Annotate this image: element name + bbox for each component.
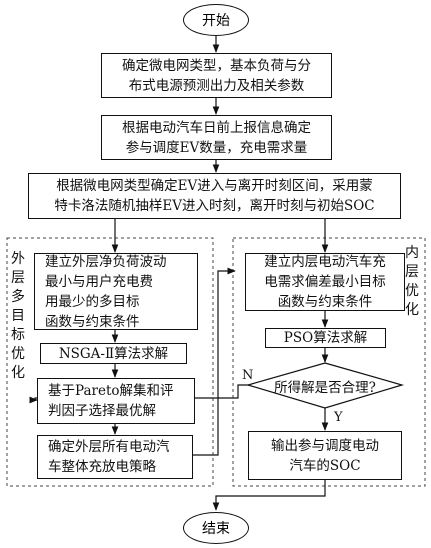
arrow-strategy-to-inner xyxy=(193,267,236,456)
start-node: 开始 xyxy=(183,4,249,36)
step-determine-ev-count: 根据电动汽车日前上报信息确定 参与调度EV数量，充电需求量 xyxy=(101,115,332,160)
arrow-output-to-end xyxy=(212,480,326,511)
output-soc-box: 输出参与调度电动 汽车的SOC xyxy=(248,431,402,480)
decision-text: 所得解是否合理? xyxy=(274,380,376,396)
yes-label: Y xyxy=(334,410,343,425)
step-determine-microgrid: 确定微电网类型，基本负荷与分 布式电源预测出力及相关参数 xyxy=(101,53,332,98)
no-label: N xyxy=(242,368,254,383)
pareto-selection-box: 基于Pareto解集和评 判因子选择最优解 xyxy=(37,378,195,424)
outer-objective-box: 建立外层净负荷波动 最小与用户充电费 用最少的多目标 函数与约束条件 xyxy=(34,253,198,330)
inner-group-frame xyxy=(232,237,426,487)
decision-diamond xyxy=(245,362,405,409)
nsga2-solver-box: NSGA-Ⅱ算法求解 xyxy=(40,343,187,364)
inner-objective-box: 建立内层电动汽车充 电需求偏差最小目标 函数与约束条件 xyxy=(245,253,405,311)
outer-strategy-box: 确定外层所有电动汽 车整体充放电策略 xyxy=(37,435,193,479)
outer-optimization-label: 外层多目标优化 xyxy=(11,251,25,381)
step-monte-carlo-sampling: 根据微电网类型确定EV进入与离开时刻区间，采用蒙 特卡洛法随机抽样EV进入时刻，… xyxy=(28,173,401,219)
outer-group-frame xyxy=(6,237,214,487)
end-node: 结束 xyxy=(183,512,249,544)
inner-optimization-label: 内层优化 xyxy=(405,245,419,318)
pso-solver-box: PSO算法求解 xyxy=(265,328,386,348)
